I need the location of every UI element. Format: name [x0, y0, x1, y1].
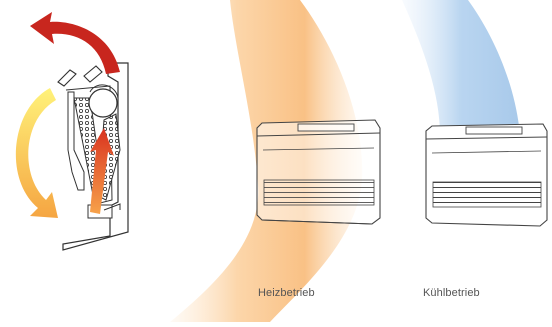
fan-coil-cross-section-icon — [57, 62, 129, 251]
heating-console-unit — [256, 119, 381, 225]
cooling-airflow-band — [402, 0, 520, 135]
cooling-mode-caption: Kühlbetrieb — [423, 287, 480, 299]
cooling-console-unit — [425, 123, 548, 227]
warm-air-out-arrow — [30, 12, 120, 74]
air-intake-arrow — [15, 88, 58, 218]
heated-air-up-arrow — [90, 128, 114, 214]
heating-mode-caption: Heizbetrieb — [258, 287, 315, 299]
